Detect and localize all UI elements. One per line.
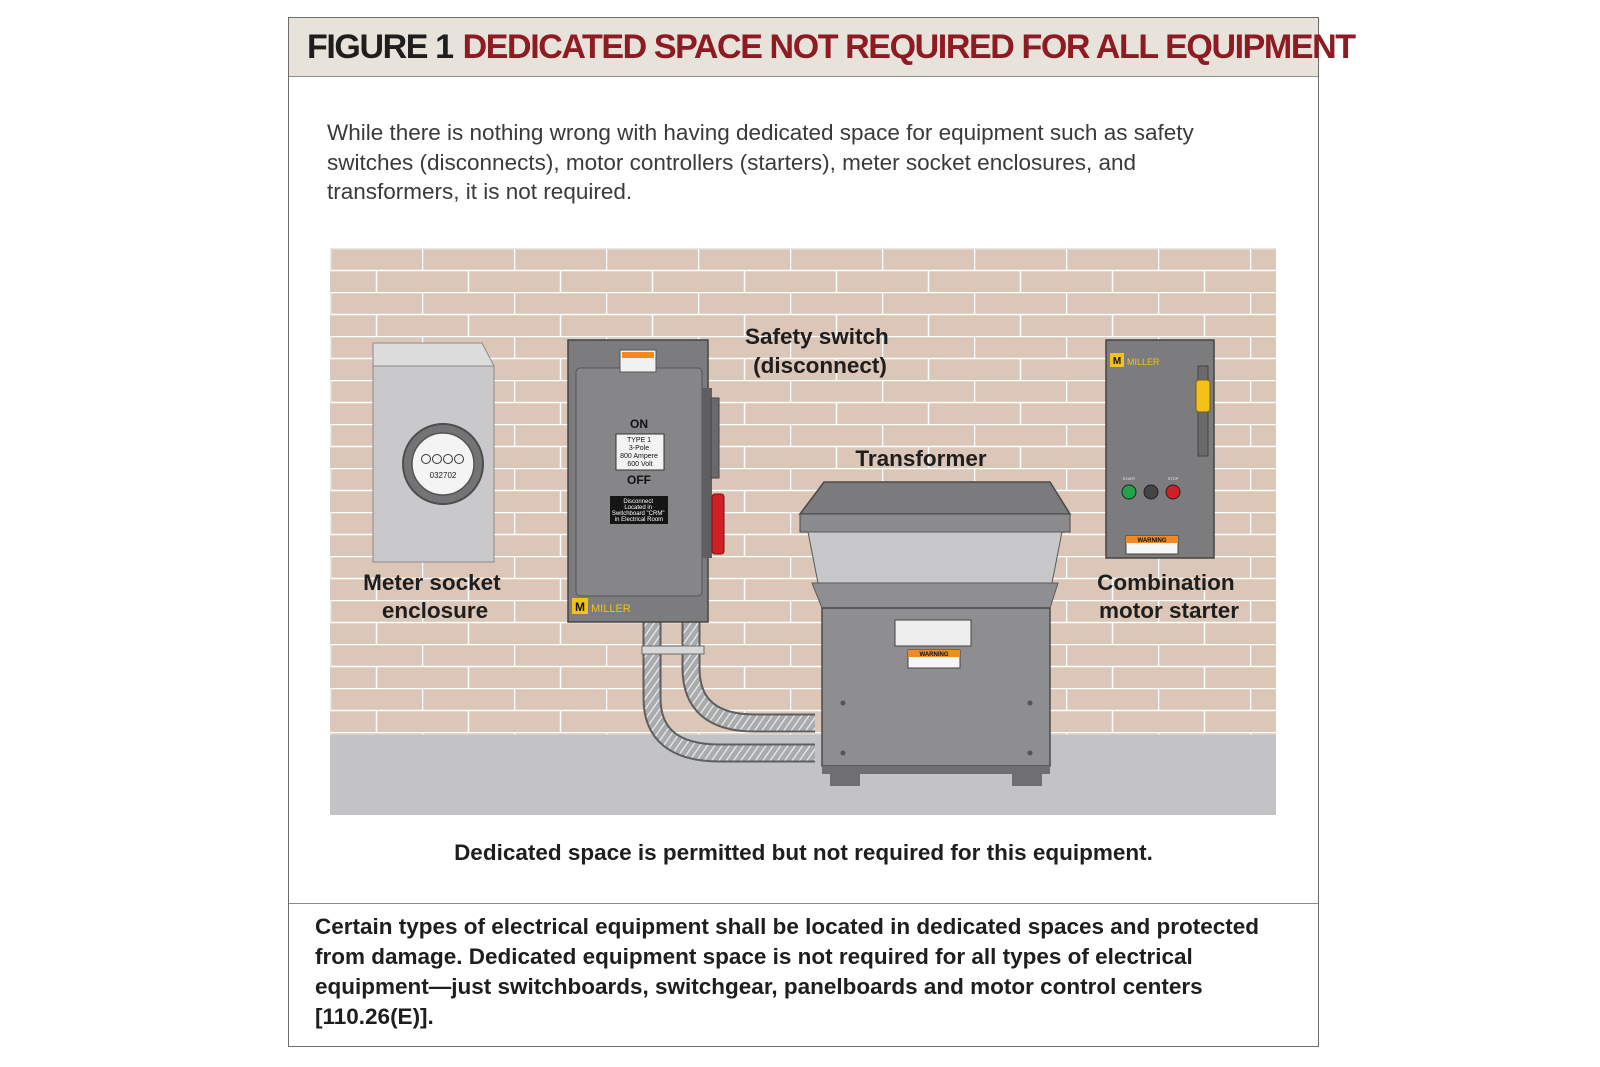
switch-rating-1: TYPE 1 [627,437,651,444]
starter-brand-name: MILLER [1127,357,1160,367]
brand-letter: M [575,600,585,614]
flexible-conduit [641,620,815,763]
switch-rating-4: 600 Volt [627,461,652,468]
start-label: START [1123,476,1136,481]
section-divider [289,903,1318,904]
equipment-illustration: 032702 ON TYPE 1 3-Pole 800 Ampere 600 V… [330,248,1276,815]
switch-note-4: in Electrical Room [615,517,663,523]
meter-socket-enclosure: 032702 [372,342,495,563]
starter-warning: WARNING [1138,538,1167,544]
svg-text:Meter socket enclosure: Meter socket enclosure [363,570,507,623]
label-enclosure: enclosure [382,598,488,623]
transformer: WARNING [798,481,1072,786]
intro-text: While there is nothing wrong with having… [327,120,1194,204]
label-combination: Combination [1097,570,1234,595]
safety-switch: ON TYPE 1 3-Pole 800 Ampere 600 Volt OFF… [567,339,725,623]
label-disconnect: (disconnect) [753,353,887,378]
brand-logo-icon [572,598,588,614]
label-safety-switch: Safety switch [745,324,889,349]
switch-off-label: OFF [627,473,651,487]
transformer-warning: WARNING [920,652,949,658]
combination-motor-starter: M MILLER WARNING START STOP [1105,339,1215,559]
label-transformer: Transformer [855,446,987,471]
brand-name: MILLER [591,603,631,615]
svg-text:Disconnect Located in: Disconnect Located in Switchboard "CRM" … [612,499,666,523]
switch-note-1: Disconnect [623,499,653,505]
label-motor-starter: motor starter [1099,598,1239,623]
starter-handle [1195,379,1211,413]
svg-text:Transformer: Transformer [855,446,987,471]
label-meter-socket: Meter socket [363,570,501,595]
stop-label: STOP [1168,476,1179,481]
figure-title-text: DEDICATED SPACE NOT REQUIRED FOR ALL EQU… [462,28,1356,66]
switch-handle [711,493,725,555]
switch-rating-3: 800 Ampere [620,453,658,460]
selector-switch-icon [1143,484,1159,500]
stop-button-icon [1165,484,1181,500]
body-text: Certain types of electrical equipment sh… [315,914,1260,1029]
switch-note-2: Located in [624,505,652,511]
figure-number: FIGURE 1 [307,28,454,66]
switch-note-3: Switchboard "CRM" [612,511,665,517]
starter-brand-letter: M [1113,356,1121,367]
svg-text:Safety switch (disconnec: Safety switch (disconnect) [745,324,895,378]
switch-rating-2: 3-Pole [629,445,649,452]
meter-dials-icon [421,454,464,464]
switch-on-label: ON [630,417,648,431]
start-button-icon [1121,484,1137,500]
svg-text:TYPE 1 3-Pole: TYPE 1 3-Pole 800 Ampere 600 Volt [620,437,660,468]
starter-brand-logo-icon [1110,353,1124,367]
illustration-caption: Dedicated space is permitted but not req… [454,840,1153,865]
meter-number: 032702 [430,471,457,480]
svg-text:Combination motor starte: Combination motor starter [1097,570,1241,623]
